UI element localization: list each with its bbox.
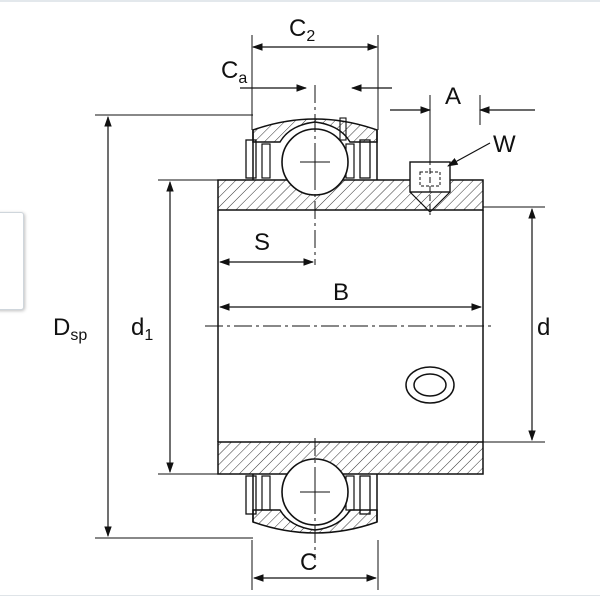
dimension-labels: C2 Ca A W S B Dsp d1 d C (53, 15, 550, 576)
label-d1: d1 (131, 314, 153, 344)
set-screw (409, 150, 451, 215)
label-ca: Ca (221, 57, 247, 87)
seal-top (245, 117, 371, 179)
label-c2: C2 (289, 15, 315, 45)
side-panel-tab[interactable] (0, 212, 24, 310)
center-lines (205, 85, 495, 560)
dim-w-leader (447, 142, 491, 167)
label-c: C (300, 549, 317, 576)
label-w: W (493, 131, 516, 158)
label-d: d (537, 314, 550, 341)
inner-ring (217, 179, 484, 475)
lubrication-hole (405, 366, 455, 404)
extension-lines (95, 35, 545, 590)
label-a: A (445, 83, 461, 110)
label-s: S (254, 229, 270, 256)
label-b: B (333, 279, 349, 306)
dimension-lines (104, 43, 536, 582)
seal-bottom (245, 475, 371, 515)
top-frame-line (0, 0, 600, 2)
label-dsp: Dsp (53, 314, 87, 344)
outer-ring-bottom (252, 474, 378, 534)
bottom-frame-line (0, 595, 600, 596)
